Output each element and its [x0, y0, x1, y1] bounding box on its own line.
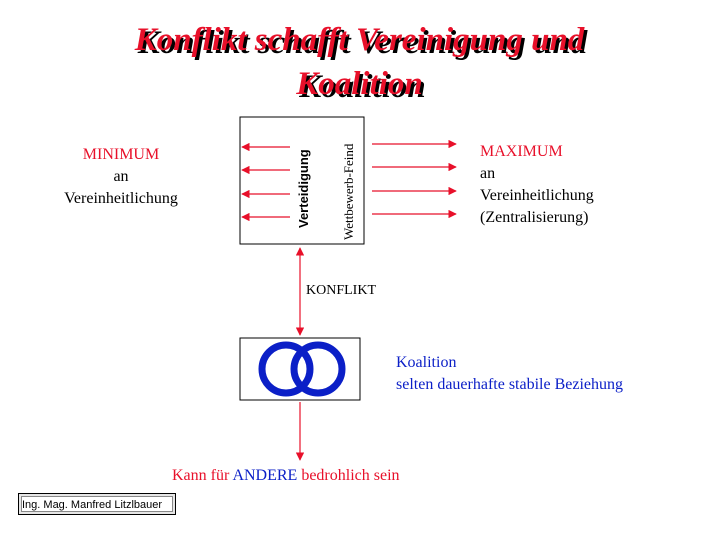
wettbewerb-feind-label: Wettbewerb-Feind [341, 143, 356, 240]
conflict-label: KONFLIKT [306, 283, 376, 298]
author-badge: Ing. Mag. Manfred Litzlbauer [18, 493, 176, 515]
threat-text-part3: bedrohlich sein [297, 467, 400, 484]
right-arrows [372, 139, 457, 219]
coalition-description: Koalition selten dauerhafte stabile Bezi… [396, 352, 623, 396]
maximum-an: an [480, 165, 496, 182]
page-title-line2: Koalition [296, 66, 423, 102]
author-name: Ing. Mag. Manfred Litzlbauer [22, 499, 163, 511]
minimum-label: MINIMUM an Vereinheitlichung [52, 144, 190, 210]
threat-text: Kann für ANDERE bedrohlich sein [172, 465, 400, 487]
minimum-heading: MINIMUM [82, 146, 160, 163]
threat-text-andere: ANDERE [232, 467, 298, 484]
minimum-vereinheitlichung: Vereinheitlichung [64, 190, 178, 207]
coalition-ring-left [258, 341, 314, 397]
minimum-an: an [113, 168, 129, 185]
coalition-subtitle: selten dauerhafte stabile Beziehung [396, 376, 624, 393]
verteidigung-label: Verteidigung [296, 149, 311, 228]
coalition-title: Koalition [396, 354, 457, 371]
maximum-label: MAXIMUM an Vereinheitlichung (Zentralisi… [480, 141, 594, 229]
maximum-heading: MAXIMUM [480, 143, 563, 160]
page-title-line1: Konflikt schafft Vereinigung und [134, 22, 585, 58]
conflict-box [239, 116, 365, 245]
left-arrows [241, 142, 290, 222]
maximum-zentralisierung: (Zentralisierung) [480, 209, 589, 226]
threat-text-part1: Kann für [172, 467, 233, 484]
coalition-ring-right [290, 341, 346, 397]
maximum-vereinheitlichung: Vereinheitlichung [480, 187, 594, 204]
